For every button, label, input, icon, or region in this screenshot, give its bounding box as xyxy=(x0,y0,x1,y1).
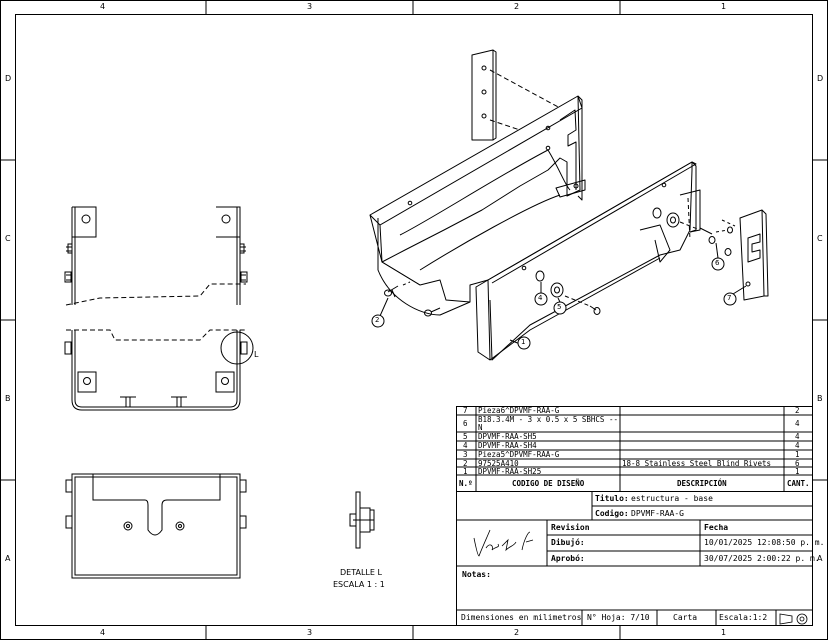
detail-marker: L xyxy=(254,350,259,359)
titulo-value: estructura - base xyxy=(631,494,713,503)
fecha-label: Fecha xyxy=(704,523,729,532)
bom-code: B18.3.4M - 3 x 0.5 x 5 SBHCS -- xyxy=(478,415,618,424)
zone-row-label: B xyxy=(5,394,11,403)
bom-qty: 2 xyxy=(795,406,800,415)
balloon-label: 6 xyxy=(715,259,720,267)
zone-col-label: 2 xyxy=(514,628,520,637)
bom-code: DPVMF-RAA-SH25 xyxy=(478,467,542,476)
front-view-top xyxy=(64,206,248,306)
dibujo-label: Dibujó: xyxy=(551,538,585,547)
codigo-value: DPVMF-RAA-G xyxy=(631,509,684,518)
front-view-bottom xyxy=(64,329,254,411)
drawing-scale: Escala:1:2 xyxy=(719,613,768,622)
bom-item: 1 xyxy=(463,467,468,476)
detail-scale: ESCALA 1 : 1 xyxy=(333,580,385,589)
title-block-grid xyxy=(456,491,813,626)
bom-qty: 4 xyxy=(795,432,800,441)
bom-code: 97525A410 xyxy=(478,459,519,468)
bom-item: 7 xyxy=(463,406,468,415)
units-text: Dimensiones en milimetros xyxy=(461,613,582,622)
bom-qty: 6 xyxy=(795,459,800,468)
bom-code: DPVMF-RAA-SH4 xyxy=(478,441,537,450)
zone-col-label: 2 xyxy=(514,2,520,11)
bom-code: Pieza6^DPVMF-RAA-G xyxy=(478,406,560,415)
bom-qty: 1 xyxy=(795,450,800,459)
sheet-number: N° Hoja: 7/10 xyxy=(587,613,650,622)
notas-label: Notas: xyxy=(462,570,491,579)
codigo-label: Codigo: xyxy=(595,509,629,518)
bom-desc: 18-8 Stainless Steel Blind Rivets xyxy=(622,459,772,468)
bom-item: 6 xyxy=(463,419,468,428)
bottom-view xyxy=(65,473,247,579)
aprobo-fecha: 30/07/2025 2:00:22 p. m. xyxy=(704,554,820,563)
detail-title: DETALLE L xyxy=(340,568,382,577)
balloon-label: 1 xyxy=(521,338,526,346)
zone-row-label: D xyxy=(5,74,12,83)
projection-symbol-icon xyxy=(779,613,808,625)
detail-l-view xyxy=(349,491,375,549)
bom-item: 4 xyxy=(463,441,468,450)
zone-row-label: A xyxy=(817,554,823,563)
bom-item: 2 xyxy=(463,459,468,468)
bom-header-desc: DESCRIPCIÓN xyxy=(677,479,727,488)
zone-col-label: 3 xyxy=(307,628,313,637)
bom-header-qty: CANT. xyxy=(787,479,810,488)
zone-row-label: D xyxy=(817,74,824,83)
isometric-view xyxy=(369,49,769,361)
bom-qty: 4 xyxy=(795,441,800,450)
dibujo-fecha: 10/01/2025 12:08:50 p. m. xyxy=(704,538,825,547)
bom-qty: 4 xyxy=(795,419,800,428)
balloon-label: 7 xyxy=(727,294,732,302)
zone-col-label: 1 xyxy=(721,628,727,637)
aprobo-label: Aprobó: xyxy=(551,554,585,563)
balloon-group xyxy=(371,242,747,350)
zone-row-label: C xyxy=(817,234,823,243)
zone-col-label: 4 xyxy=(100,628,106,637)
bom-code-cont: N xyxy=(478,423,483,432)
bom-item: 5 xyxy=(463,432,468,441)
signature xyxy=(473,529,534,557)
balloon-label: 4 xyxy=(538,294,543,302)
bom-header-item: N.º xyxy=(459,479,473,488)
bom-code: DPVMF-RAA-SH5 xyxy=(478,432,537,441)
bom-code: Pieza5^DPVMF-RAA-G xyxy=(478,450,560,459)
balloon-label: 5 xyxy=(557,303,562,311)
zone-col-label: 1 xyxy=(721,2,727,11)
zone-col-label: 4 xyxy=(100,2,106,11)
revision-label: Revision xyxy=(551,523,590,532)
paper-format: Carta xyxy=(673,613,698,622)
zone-row-label: C xyxy=(5,234,11,243)
bom-item: 3 xyxy=(463,450,468,459)
zone-row-label: A xyxy=(5,554,11,563)
zone-col-label: 3 xyxy=(307,2,313,11)
titulo-label: Titulo: xyxy=(595,494,629,503)
bom-qty: 1 xyxy=(795,467,800,476)
balloon-label: 2 xyxy=(375,316,380,324)
zone-row-label: B xyxy=(817,394,823,403)
bom-header-code: CODIGO DE DISEÑO xyxy=(512,479,585,488)
